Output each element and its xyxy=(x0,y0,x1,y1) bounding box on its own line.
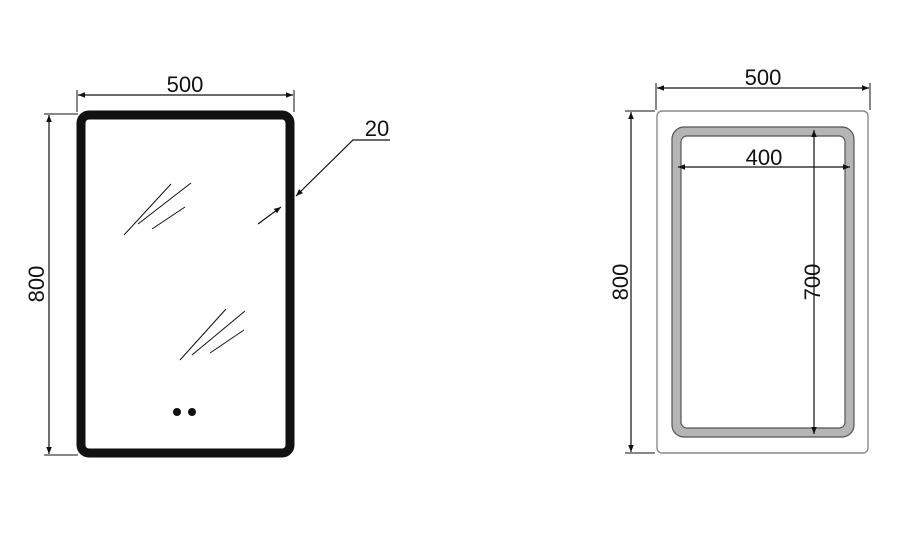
width-label-left: 500 xyxy=(167,72,204,97)
inner-height-dimension: 700 xyxy=(800,130,825,434)
width-dimension-left: 500 xyxy=(76,72,295,112)
outer-width-dimension-right: 500 xyxy=(655,65,871,110)
touch-button-right xyxy=(188,408,196,416)
height-label-left: 800 xyxy=(24,266,49,303)
led-band-inner xyxy=(680,135,846,429)
mirror-frame xyxy=(76,110,295,458)
glass-reflection-upper xyxy=(123,182,192,236)
inner-width-dimension: 400 xyxy=(678,145,850,170)
left-view: 500 800 20 xyxy=(24,72,390,458)
height-dimension-left: 800 xyxy=(24,113,78,456)
outer-height-label-right: 800 xyxy=(608,264,633,301)
touch-button-left xyxy=(173,408,181,416)
outer-height-dimension-right: 800 xyxy=(608,110,655,454)
outer-width-label-right: 500 xyxy=(745,65,782,90)
back-panel xyxy=(656,110,869,454)
frame-thickness-label: 20 xyxy=(365,116,389,141)
inner-width-label: 400 xyxy=(746,145,783,170)
right-view: 500 800 400 700 xyxy=(608,65,871,454)
inner-height-label: 700 xyxy=(800,264,825,301)
frame-thickness-callout: 20 xyxy=(257,116,390,225)
glass-reflection-lower xyxy=(179,308,246,361)
